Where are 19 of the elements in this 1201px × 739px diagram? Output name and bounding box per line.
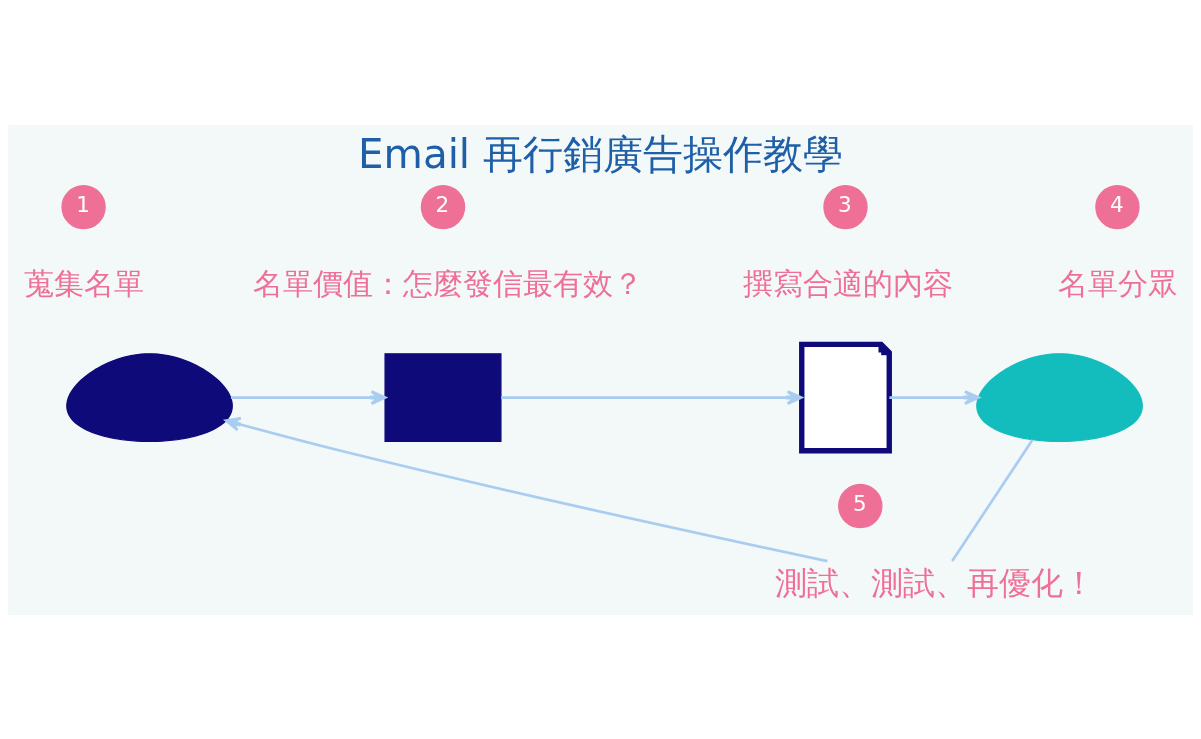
arrow <box>501 389 803 405</box>
node-circle: 3 <box>823 184 868 229</box>
node-label: 名單價值：怎麼發信最有效？ <box>252 266 643 301</box>
node-label: 名單分眾 <box>1058 266 1179 301</box>
node-circle: 2 <box>420 184 466 229</box>
node-person <box>66 352 233 442</box>
node-circle: 4 <box>1095 184 1140 229</box>
node-label: 撰寫合適的內容 <box>742 266 953 301</box>
node-envelope <box>384 352 502 442</box>
node-label: 蒐集名單 <box>24 266 145 301</box>
node-text: 測試、測試、再優化！ <box>774 563 1095 602</box>
node-circle: 1 <box>61 184 106 229</box>
connector <box>951 438 1034 562</box>
arrow <box>224 416 828 562</box>
arrow <box>230 389 387 405</box>
arrow <box>889 389 980 405</box>
node-circle: 5 <box>838 483 883 528</box>
diagram-title: Email 再行銷廣告操作教學 <box>358 130 843 178</box>
node-person <box>976 352 1143 442</box>
